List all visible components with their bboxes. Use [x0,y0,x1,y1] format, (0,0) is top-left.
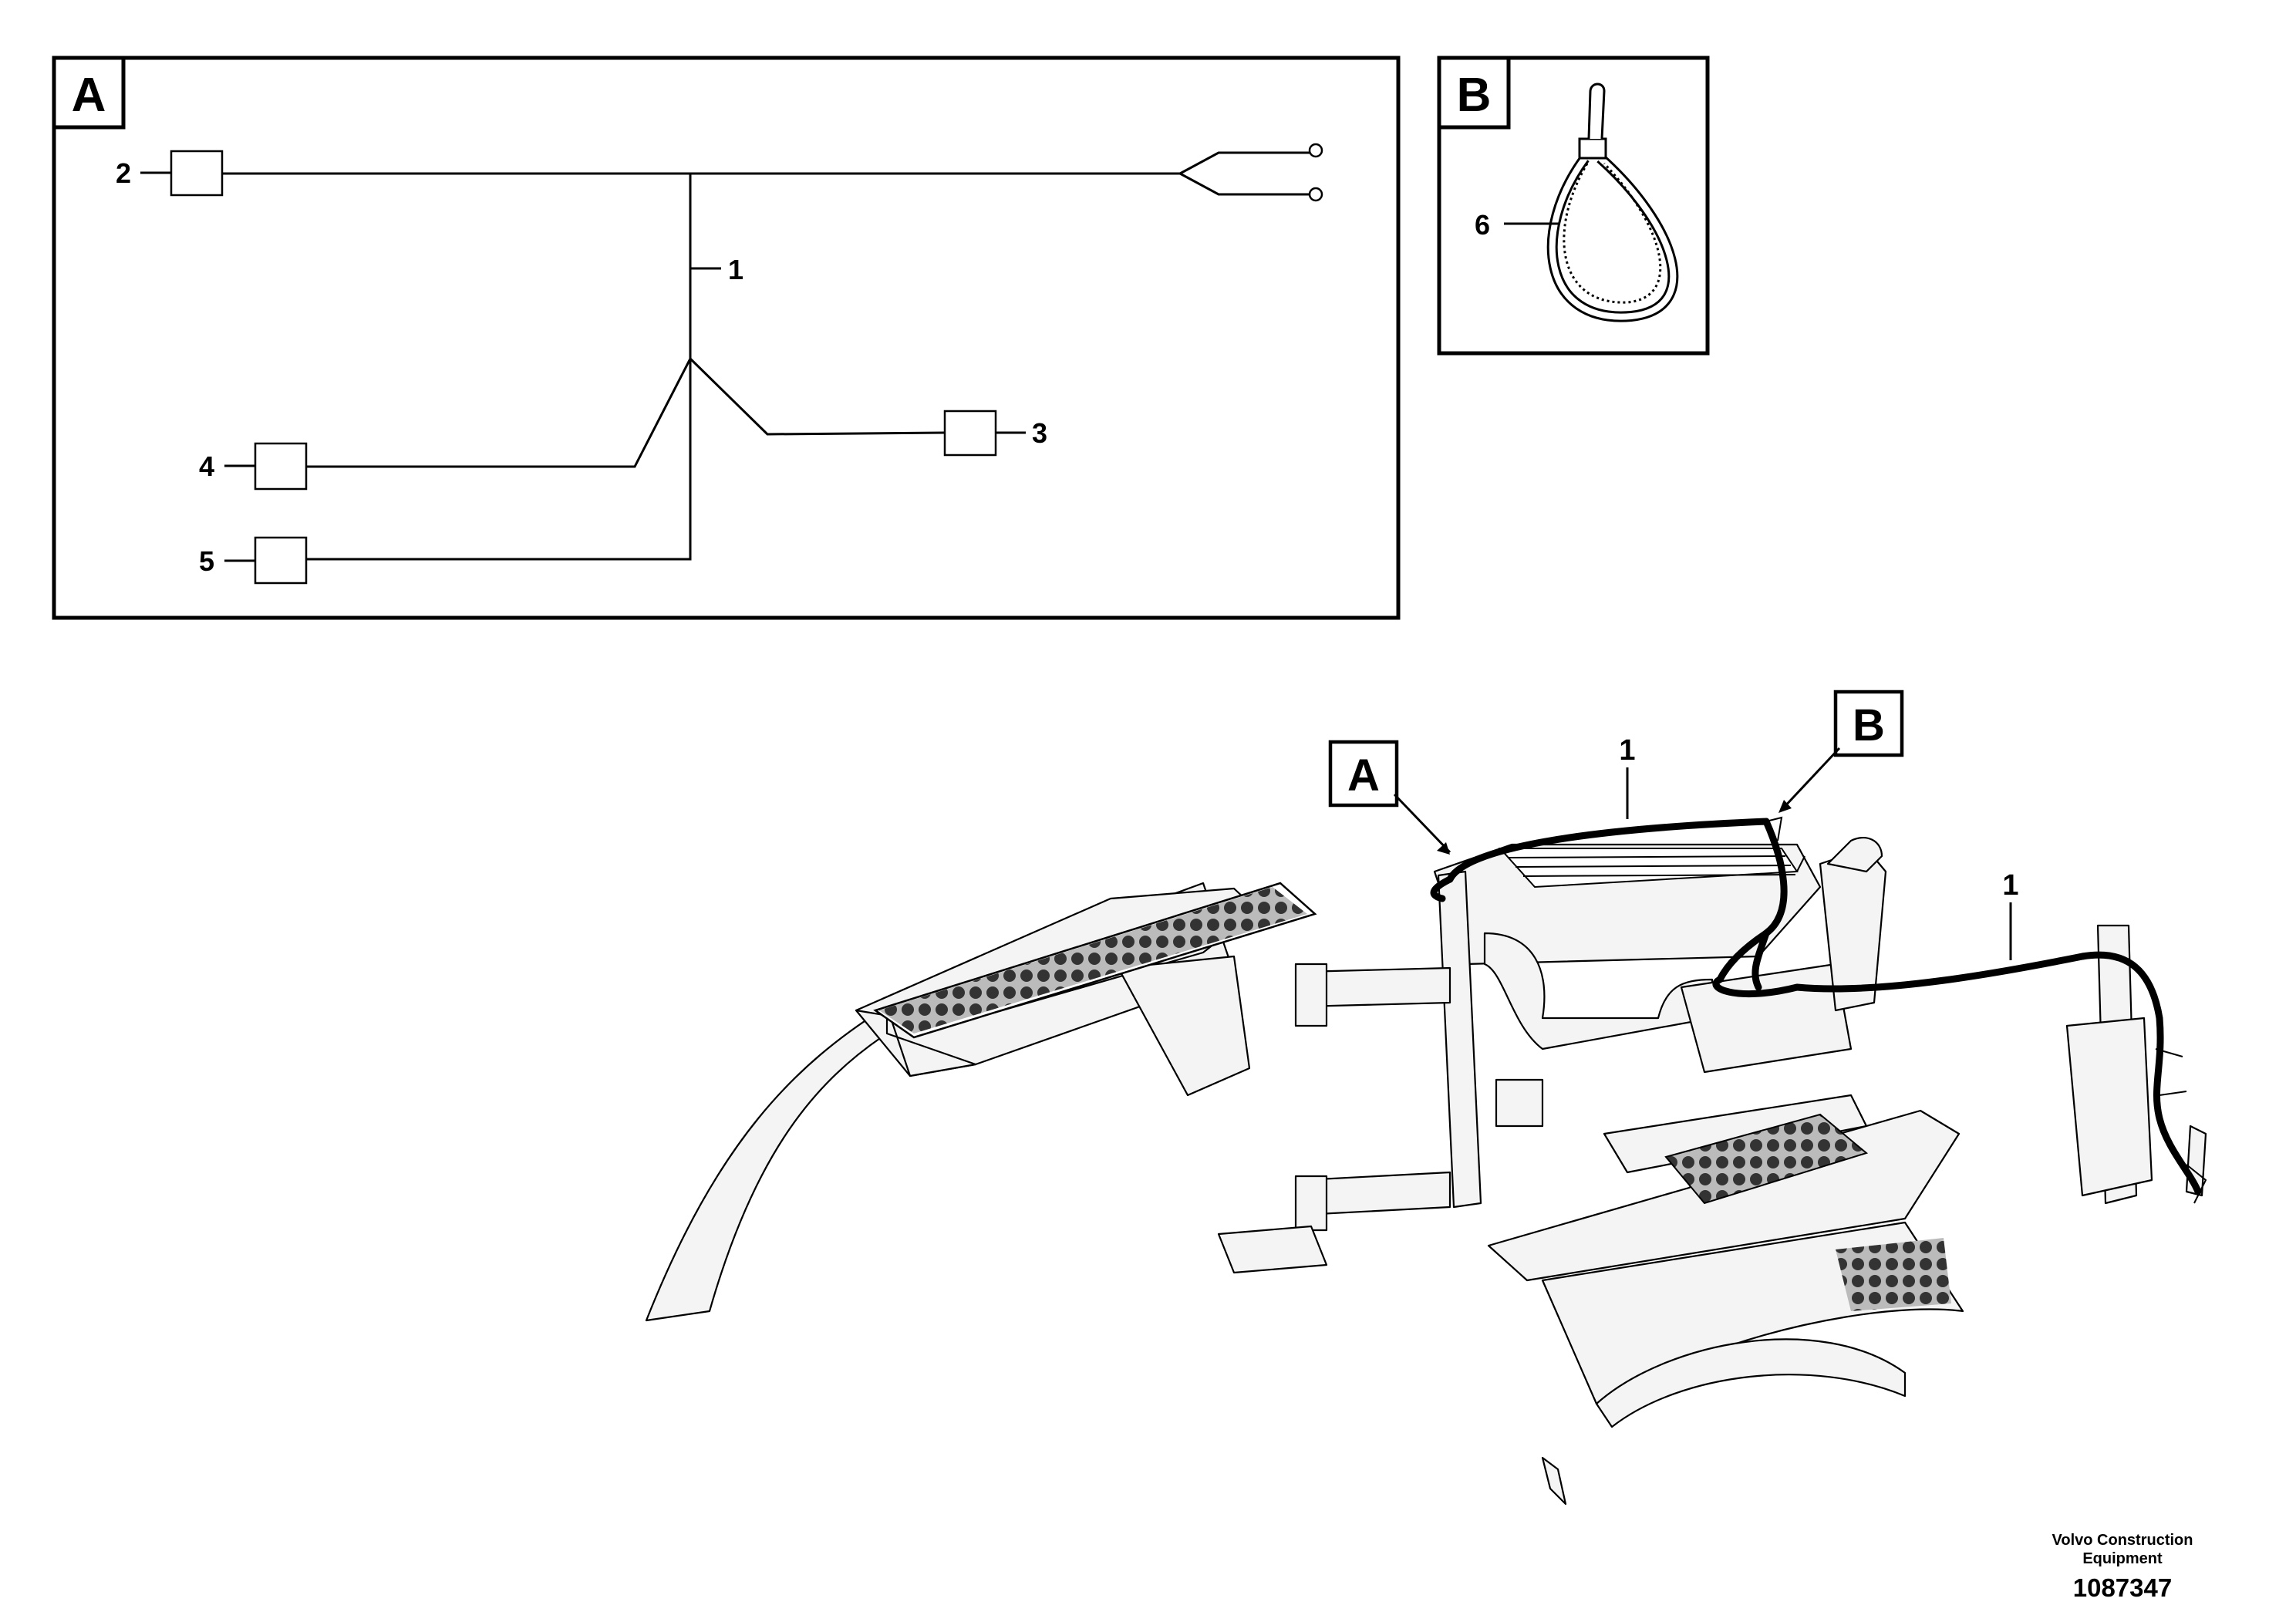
cable-tie-icon [1546,83,1679,322]
overview-badge-b: B [1853,700,1885,750]
connector-2 [170,150,224,197]
callout-5: 5 [199,545,214,577]
wiring-harness [1430,816,2207,1204]
overview-callout-b: B [1778,690,1904,813]
footer-company-name: Volvo Construction Equipment [2052,1532,2193,1567]
detail-b-badge: B [1457,69,1492,122]
callout-3: 3 [1032,417,1047,449]
callout-2: 2 [116,157,131,189]
overview-callout-a: A [1328,740,1451,855]
detail-a-panel: A 1 2 3 4 5 [52,56,1401,620]
front-frame [1217,837,1887,1274]
detail-a-badge: A [72,69,106,122]
connector-5 [254,536,308,585]
footer-part-number: 1087347 [2072,1573,2173,1602]
harness-label-right: 1 [2002,869,2018,902]
right-fender [1487,924,2207,1506]
wire-end-terminal [1308,187,1323,202]
callout-1: 1 [728,254,743,285]
overview-badge-a: A [1347,750,1380,801]
wire-end-terminal [1308,143,1323,158]
machine-front-overview: A B 1 1 [645,690,2207,1506]
callout-4: 4 [199,450,214,482]
connector-4 [254,442,308,491]
left-fender [645,882,1317,1322]
detail-b-panel: B 6 [1437,56,1710,356]
callout-6: 6 [1475,209,1490,241]
connector-3 [943,410,997,457]
harness-label-left: 1 [1619,734,1635,767]
